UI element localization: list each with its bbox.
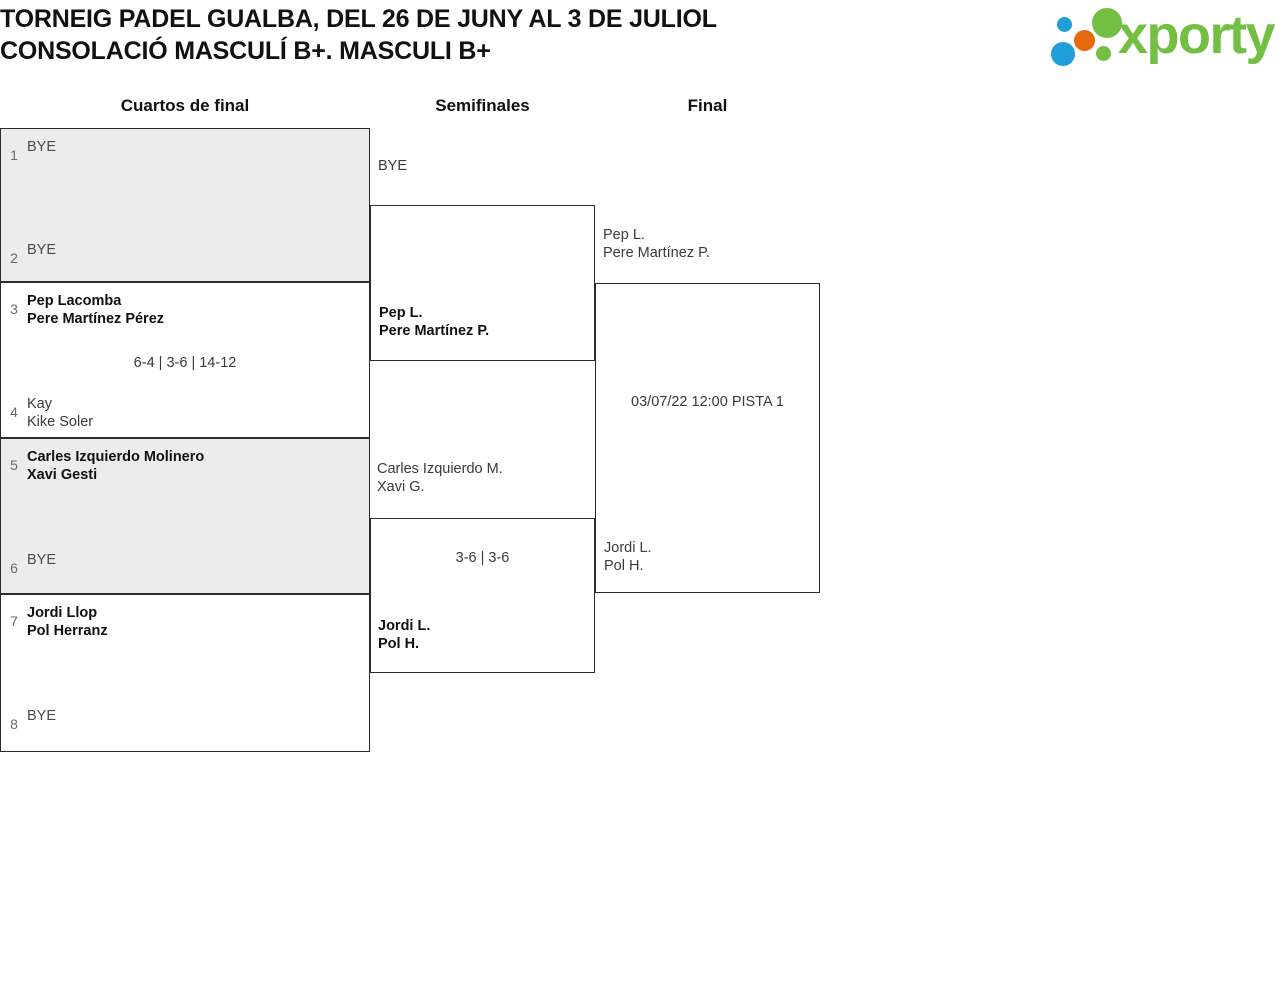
match-slot-bottom[interactable]: 4 Kay Kike Soler bbox=[1, 395, 369, 431]
match-box[interactable]: Pep L. Pere Martínez P. bbox=[370, 205, 595, 361]
team-name: Pep Lacomba Pere Martínez Pérez bbox=[27, 293, 165, 327]
match-box[interactable]: 5 Carles Izquierdo Molinero Xavi Gesti 6… bbox=[0, 438, 370, 594]
match-slot-top[interactable]: BYE bbox=[378, 158, 408, 174]
round-header-final: Final bbox=[687, 96, 728, 115]
round-header-quarterfinals: Cuartos de final bbox=[120, 96, 250, 115]
match-slot-bottom[interactable]: 2 BYE bbox=[1, 241, 369, 267]
team-name: BYE bbox=[27, 139, 57, 155]
logo-dot-green-small-icon bbox=[1096, 46, 1111, 61]
match-slot-top[interactable]: 5 Carles Izquierdo Molinero Xavi Gesti bbox=[1, 448, 369, 484]
logo-dots-icon bbox=[1048, 6, 1126, 68]
logo-dot-blue-large-icon bbox=[1051, 42, 1075, 66]
seed-number: 7 bbox=[10, 613, 18, 629]
match-box[interactable]: 3 Pep Lacomba Pere Martínez Pérez 6-4 | … bbox=[0, 282, 370, 438]
seed-number: 8 bbox=[10, 716, 18, 732]
seed-number: 6 bbox=[10, 560, 18, 576]
match-score: 3-6 | 3-6 bbox=[455, 550, 510, 566]
seed-number: 3 bbox=[10, 301, 18, 317]
title-line-2: CONSOLACIÓ MASCULÍ B+. MASCULI B+ bbox=[0, 37, 491, 65]
match-box[interactable]: 1 BYE 2 BYE bbox=[0, 128, 370, 282]
team-name: Jordi Llop Pol Herranz bbox=[27, 605, 108, 639]
logo-dot-orange-icon bbox=[1074, 30, 1095, 51]
tournament-header: TORNEIG PADEL GUALBA, DEL 26 DE JUNY AL … bbox=[0, 0, 1280, 90]
match-schedule: 03/07/22 12:00 PISTA 1 bbox=[631, 394, 784, 410]
team-name: BYE bbox=[27, 242, 57, 258]
match-slot-bottom[interactable]: Pep L. Pere Martínez P. bbox=[379, 305, 490, 339]
match-slot-bottom[interactable]: Jordi L. Pol H. bbox=[378, 618, 431, 652]
seed-number: 4 bbox=[10, 404, 18, 420]
match-slot-top[interactable]: 3 Pep Lacomba Pere Martínez Pérez bbox=[1, 292, 369, 328]
match-slot-bottom[interactable]: Jordi L. Pol H. bbox=[604, 540, 652, 574]
match-slot-bottom[interactable]: 8 BYE bbox=[1, 707, 369, 733]
logo-wordmark: xporty bbox=[1118, 5, 1276, 65]
xporty-logo[interactable]: xporty bbox=[1048, 5, 1276, 68]
seed-number: 1 bbox=[10, 147, 18, 163]
match-slot-top[interactable]: 1 BYE bbox=[1, 138, 369, 164]
page-title: TORNEIG PADEL GUALBA, DEL 26 DE JUNY AL … bbox=[0, 3, 1000, 67]
match-score: 6-4 | 3-6 | 14-12 bbox=[133, 355, 237, 371]
seed-number: 2 bbox=[10, 250, 18, 266]
match-slot-bottom[interactable]: 6 BYE bbox=[1, 551, 369, 577]
team-name: BYE bbox=[27, 552, 57, 568]
logo-dot-blue-small-icon bbox=[1057, 17, 1072, 32]
team-name: Carles Izquierdo Molinero Xavi Gesti bbox=[27, 449, 205, 483]
match-box[interactable]: 7 Jordi Llop Pol Herranz 8 BYE bbox=[0, 594, 370, 752]
match-box[interactable]: 03/07/22 12:00 PISTA 1 Jordi L. Pol H. bbox=[595, 283, 820, 593]
logo-dot-green-large-icon bbox=[1092, 8, 1122, 38]
match-box[interactable]: 3-6 | 3-6 Jordi L. Pol H. bbox=[370, 518, 595, 673]
team-name: Kay Kike Soler bbox=[27, 396, 94, 430]
title-line-1: TORNEIG PADEL GUALBA, DEL 26 DE JUNY AL … bbox=[0, 5, 717, 33]
match-slot-top[interactable]: Carles Izquierdo M. Xavi G. bbox=[377, 461, 503, 495]
match-slot-top[interactable]: Pep L. Pere Martínez P. bbox=[603, 227, 710, 261]
team-name: BYE bbox=[27, 708, 57, 724]
round-header-semifinals: Semifinales bbox=[435, 96, 530, 115]
match-slot-top[interactable]: 7 Jordi Llop Pol Herranz bbox=[1, 604, 369, 640]
seed-number: 5 bbox=[10, 457, 18, 473]
